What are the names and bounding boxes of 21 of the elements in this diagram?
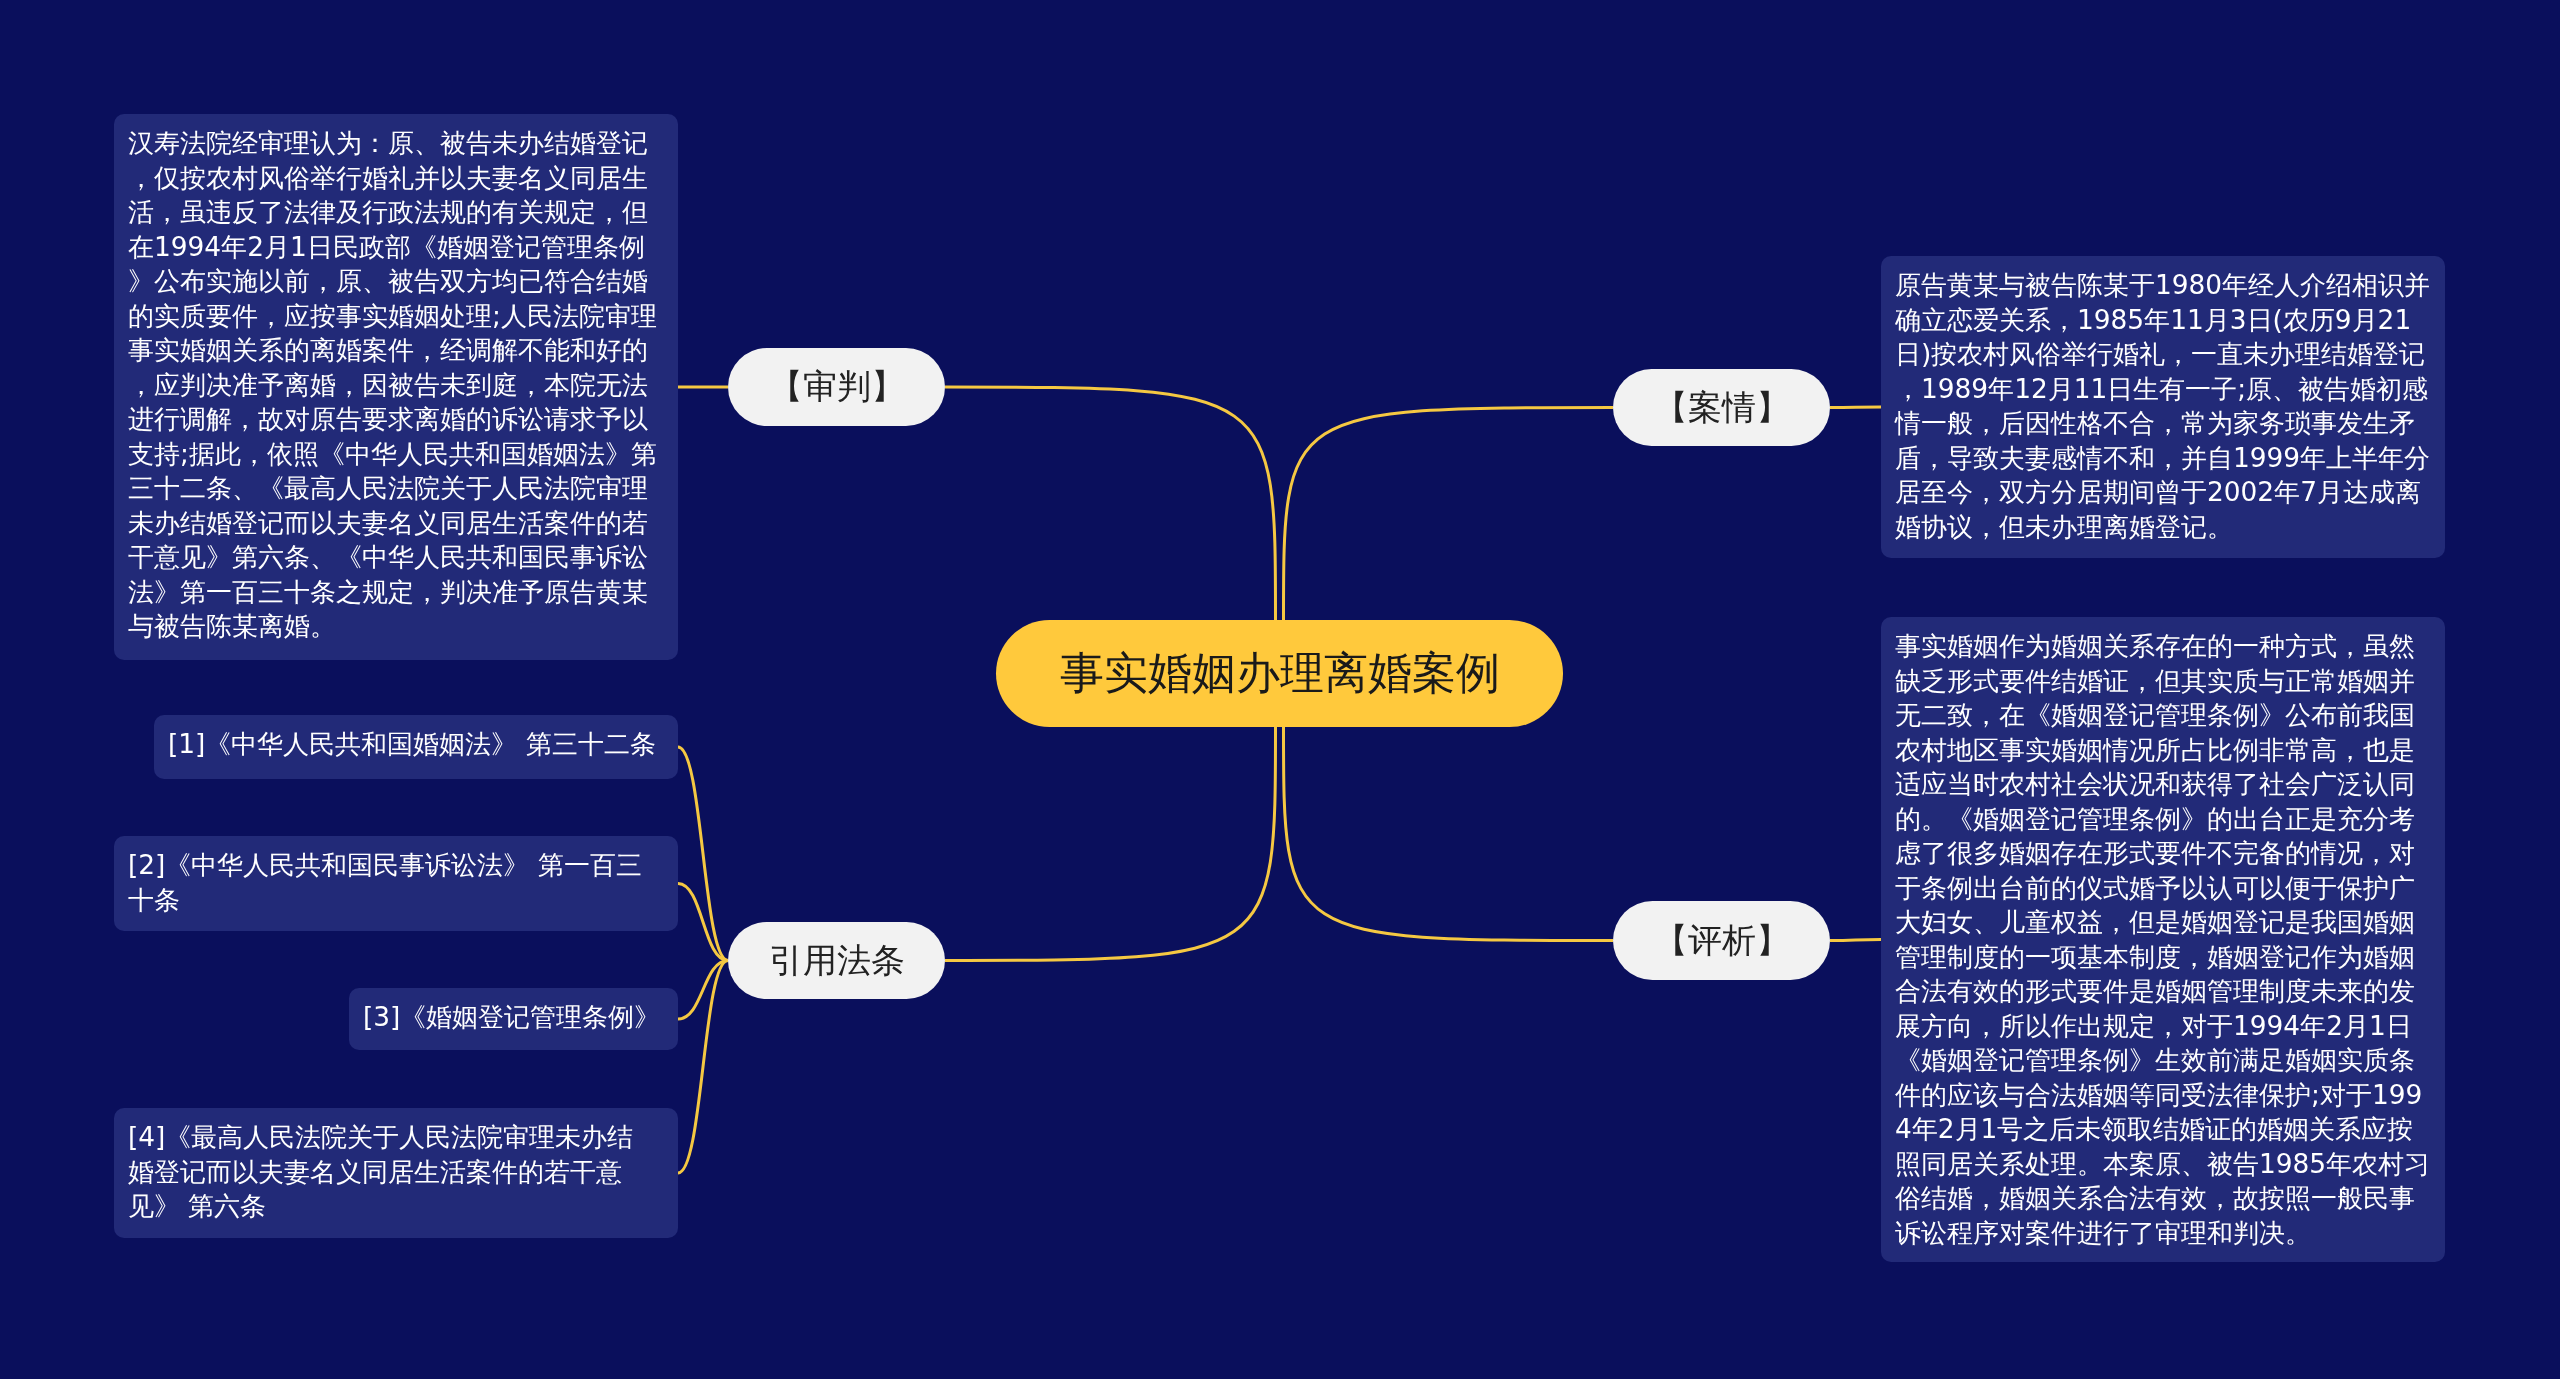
branch-topic: 引用法条: [728, 922, 945, 999]
connector-line: [1282, 406, 1613, 620]
connector-line: [677, 959, 729, 1021]
branch-topic: 【评析】: [1613, 901, 1830, 980]
connector-line: [677, 745, 729, 962]
connector-line: [677, 959, 729, 1175]
branch-topic: 【案情】: [1613, 369, 1830, 446]
branch-topic: 【审判】: [728, 348, 945, 426]
reference-card: [4]《最高人民法院关于人民法院审理未办结婚登记而以夫妻名义同居生活案件的若干意见》 第六条: [114, 1108, 678, 1238]
central-topic: 事实婚姻办理离婚案例: [996, 620, 1563, 727]
connector-line: [945, 385, 1277, 620]
connector-line: [945, 727, 1277, 962]
connector-line: [1282, 727, 1613, 942]
reference-card: [3]《婚姻登记管理条例》: [349, 988, 678, 1050]
reference-card: [2]《中华人民共和国民事诉讼法》 第一百三十条: [114, 836, 678, 931]
connector-line: [1830, 405, 1881, 409]
connector-line: [678, 385, 728, 389]
reference-card: [1]《中华人民共和国婚姻法》 第三十二条: [154, 715, 678, 779]
text-card: 汉寿法院经审理认为：原、被告未办结婚登记，仅按农村风俗举行婚礼并以夫妻名义同居生活，虽违反了法律及行政法规的有关规定，但在1994年2月1日民政部《婚姻登记管理条例》公布实施以前，原、被告双方均已符合结婚的实质要件，应按事实婚姻处理;人民法院审理事实婚姻关系的离婚案件，经调解不能和好的，应判决准予离婚，因被告未到庭，本院无法进行调解，故对原告要求离婚的诉讼请求予以支持;据此，依照《中华人民共和国婚姻法》第三十二条、《最高人民法院关于人民法院审理未办结婚登记而以夫妻名义同居生活案件的若干意见》第六条、《中华人民共和国民事诉讼法》第一百三十条之规定，判决准予原告黄某与被告陈某离婚。: [114, 114, 678, 660]
text-card: 事实婚姻作为婚姻关系存在的一种方式，虽然缺乏形式要件结婚证，但其实质与正常婚姻并无二致，在《婚姻登记管理条例》公布前我国农村地区事实婚姻情况所占比例非常高，也是适应当时农村社会状况和获得了社会广泛认同的。《婚姻登记管理条例》的出台正是充分考虑了很多婚姻存在形式要件不完备的情况，对于条例出台前的仪式婚予以认可以便于保护广大妇女、儿童权益，但是婚姻登记是我国婚姻管理制度的一项基本制度，婚姻登记作为婚姻合法有效的形式要件是婚姻管理制度未来的发展方向，所以作出规定，对于1994年2月1日《婚姻登记管理条例》生效前满足婚姻实质条件的应该与合法婚姻等同受法律保护;对于1994年2月1号之后未领取结婚证的婚姻关系应按照同居关系处理。本案原、被告1985年农村习俗结婚，婚姻关系合法有效，故按照一般民事诉讼程序对案件进行了审理和判决。: [1881, 617, 2445, 1262]
text-card: 原告黄某与被告陈某于1980年经人介绍相识并确立恋爱关系，1985年11月3日(农历9月21日)按农村风俗举行婚礼，一直未办理结婚登记，1989年12月11日生有一子;原、被告婚初感情一般，后因性格不合，常为家务琐事发生矛盾，导致夫妻感情不和，并自1999年上半年分居至今，双方分居期间曾于2002年7月达成离婚协议，但未办理离婚登记。: [1881, 256, 2445, 558]
